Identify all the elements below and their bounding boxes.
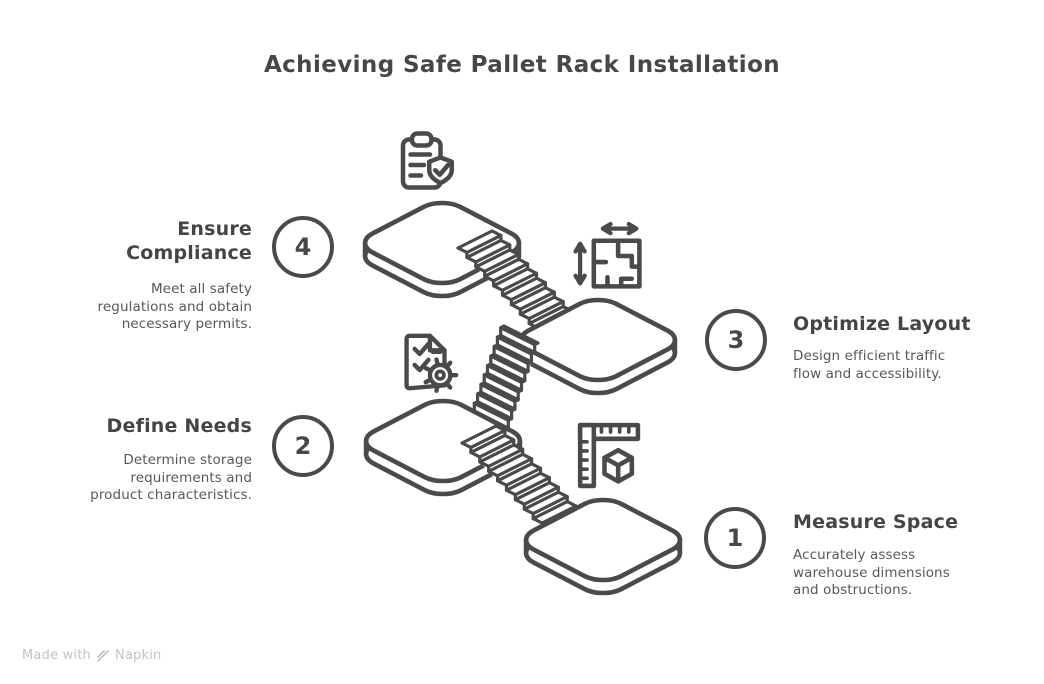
document-checklist-gear-icon <box>404 333 459 393</box>
step-number: 2 <box>294 432 312 460</box>
step-number: 1 <box>726 524 744 552</box>
gear-icon <box>423 357 459 393</box>
step-block-2: Define Needs Determine storage requireme… <box>12 414 252 505</box>
step-description: Design efficient traffic flow and access… <box>793 348 946 382</box>
step-number-badge-4: 4 <box>272 216 334 278</box>
step-title: Define Needs <box>106 415 252 437</box>
napkin-logo-icon <box>97 649 109 662</box>
step-title: Measure Space <box>793 511 959 533</box>
watermark-prefix: Made with <box>22 648 91 663</box>
stair-flight-top <box>456 229 574 335</box>
stair-flight-middle <box>472 324 540 430</box>
step-title: Optimize Layout <box>793 313 971 335</box>
step-block-1: Measure Space Accurately assess warehous… <box>793 510 1033 600</box>
page-title: Achieving Safe Pallet Rack Installation <box>263 52 781 78</box>
step-description: Accurately assess warehouse dimensions a… <box>793 547 950 598</box>
platform-step-1 <box>515 494 690 598</box>
stair-flight-bottom <box>460 424 578 530</box>
watermark-brand: Napkin <box>114 648 162 663</box>
floor-plan-dimensions-icon <box>573 221 642 289</box>
watermark: Made with Napkin <box>22 648 161 663</box>
step-description: Meet all safety regulations and obtain n… <box>97 281 252 332</box>
corner-ruler-cube-icon <box>577 422 641 489</box>
step-title: Ensure Compliance <box>126 218 252 264</box>
step-block-3: Optimize Layout Design efficient traffic… <box>793 312 1033 383</box>
clipboard-shield-check-icon <box>400 131 454 190</box>
step-number: 3 <box>727 326 745 354</box>
step-number-badge-2: 2 <box>272 415 334 477</box>
step-block-4: Ensure Compliance Meet all safety regula… <box>12 217 252 334</box>
step-description: Determine storage requirements and produ… <box>90 452 252 503</box>
step-number: 4 <box>294 233 312 261</box>
step-number-badge-1: 1 <box>704 507 766 569</box>
step-number-badge-3: 3 <box>705 309 767 371</box>
staircase-platforms-illustration <box>330 180 720 610</box>
